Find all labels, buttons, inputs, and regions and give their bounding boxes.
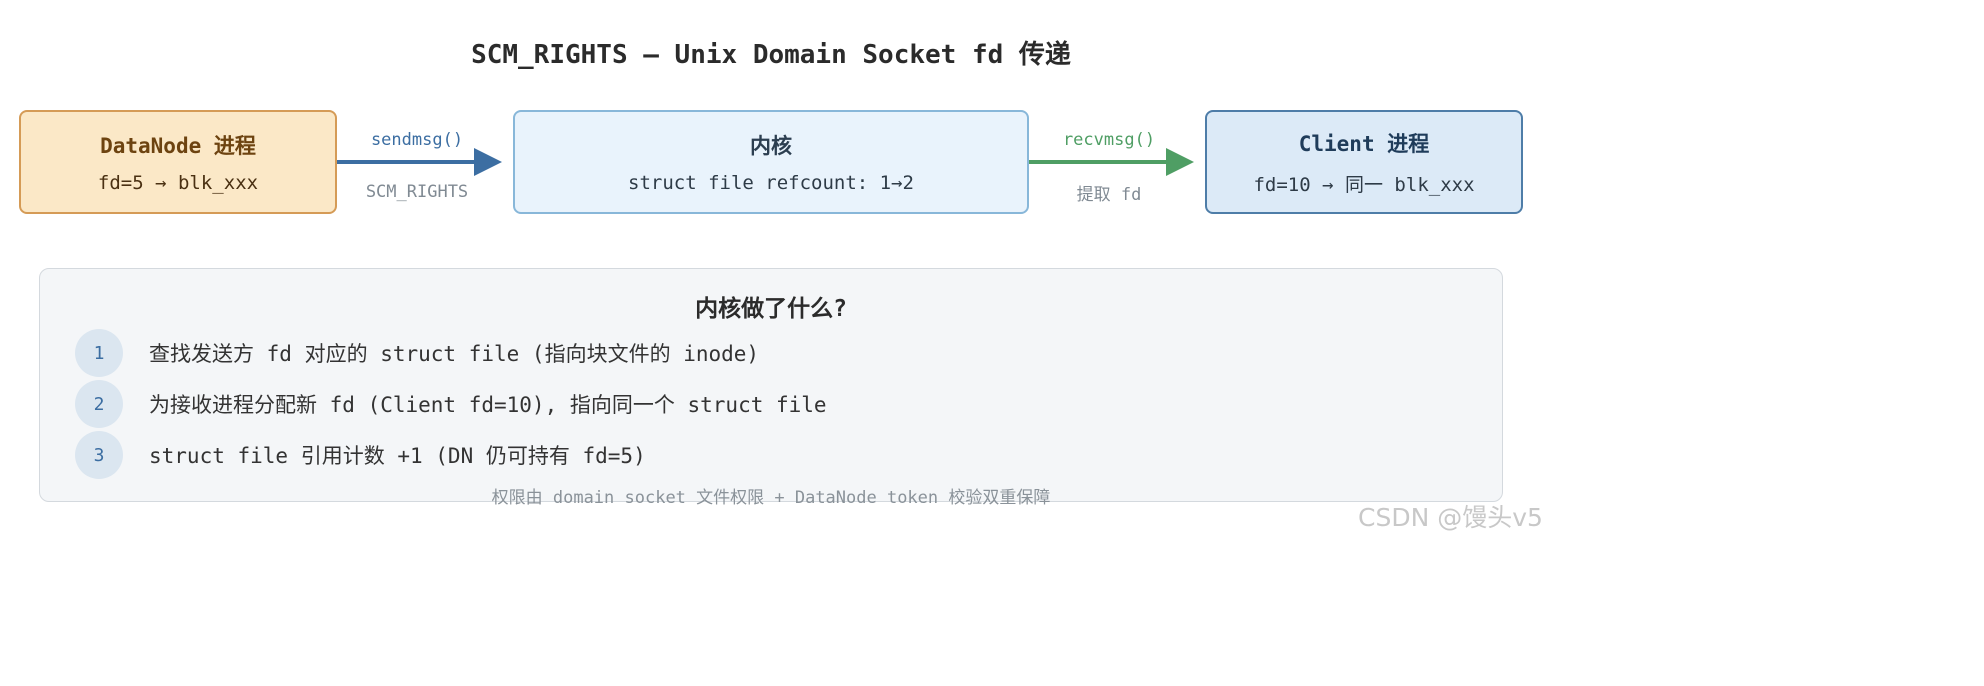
kernel-box: 内核 struct file refcount: 1→2: [513, 110, 1029, 214]
sendmsg-label: sendmsg(): [370, 130, 464, 150]
kernel-refcount: struct file refcount: 1→2: [628, 172, 914, 194]
step-text: 查找发送方 fd 对应的 struct file (指向块文件的 inode): [149, 342, 760, 366]
step-item: 1 查找发送方 fd 对应的 struct file (指向块文件的 inode…: [75, 329, 759, 377]
step-text: 为接收进程分配新 fd (Client fd=10), 指向同一个 struct…: [149, 393, 827, 417]
step-number-badge: 2: [75, 380, 123, 428]
datanode-process-name: DataNode 进程: [100, 134, 256, 158]
step-number-badge: 3: [75, 431, 123, 479]
step-number-badge: 1: [75, 329, 123, 377]
client-process-name: Client 进程: [1298, 131, 1430, 156]
arrows-layer: [337, 148, 1194, 176]
client-process-box: Client 进程 fd=10 → 同一 blk_xxx: [1205, 110, 1523, 214]
datanode-fd-mapping: fd=5 → blk_xxx: [97, 172, 259, 194]
csdn-watermark: CSDN @馒头v5: [1358, 503, 1543, 532]
step-item: 3 struct file 引用计数 +1 (DN 仍可持有 fd=5): [75, 431, 646, 479]
extract-fd-label: 提取 fd: [1076, 185, 1142, 205]
step-text: struct file 引用计数 +1 (DN 仍可持有 fd=5): [149, 444, 646, 468]
kernel-explanation-panel: 内核做了什么? 1 查找发送方 fd 对应的 struct file (指向块文…: [39, 268, 1503, 508]
permission-footnote: 权限由 domain socket 文件权限 + DataNode token …: [491, 488, 1051, 508]
diagram-title: SCM_RIGHTS — Unix Domain Socket fd 传递: [471, 40, 1071, 70]
recvmsg-label: recvmsg(): [1062, 130, 1156, 150]
datanode-process-box: DataNode 进程 fd=5 → blk_xxx: [19, 110, 337, 214]
kernel-name: 内核: [750, 134, 792, 158]
scm-rights-label: SCM_RIGHTS: [365, 182, 469, 202]
step-item: 2 为接收进程分配新 fd (Client fd=10), 指向同一个 stru…: [75, 380, 827, 428]
client-fd-mapping: fd=10 → 同一 blk_xxx: [1253, 173, 1475, 196]
recv-arrow: [1029, 148, 1194, 176]
send-arrow: [337, 148, 502, 176]
panel-title: 内核做了什么?: [695, 296, 847, 322]
